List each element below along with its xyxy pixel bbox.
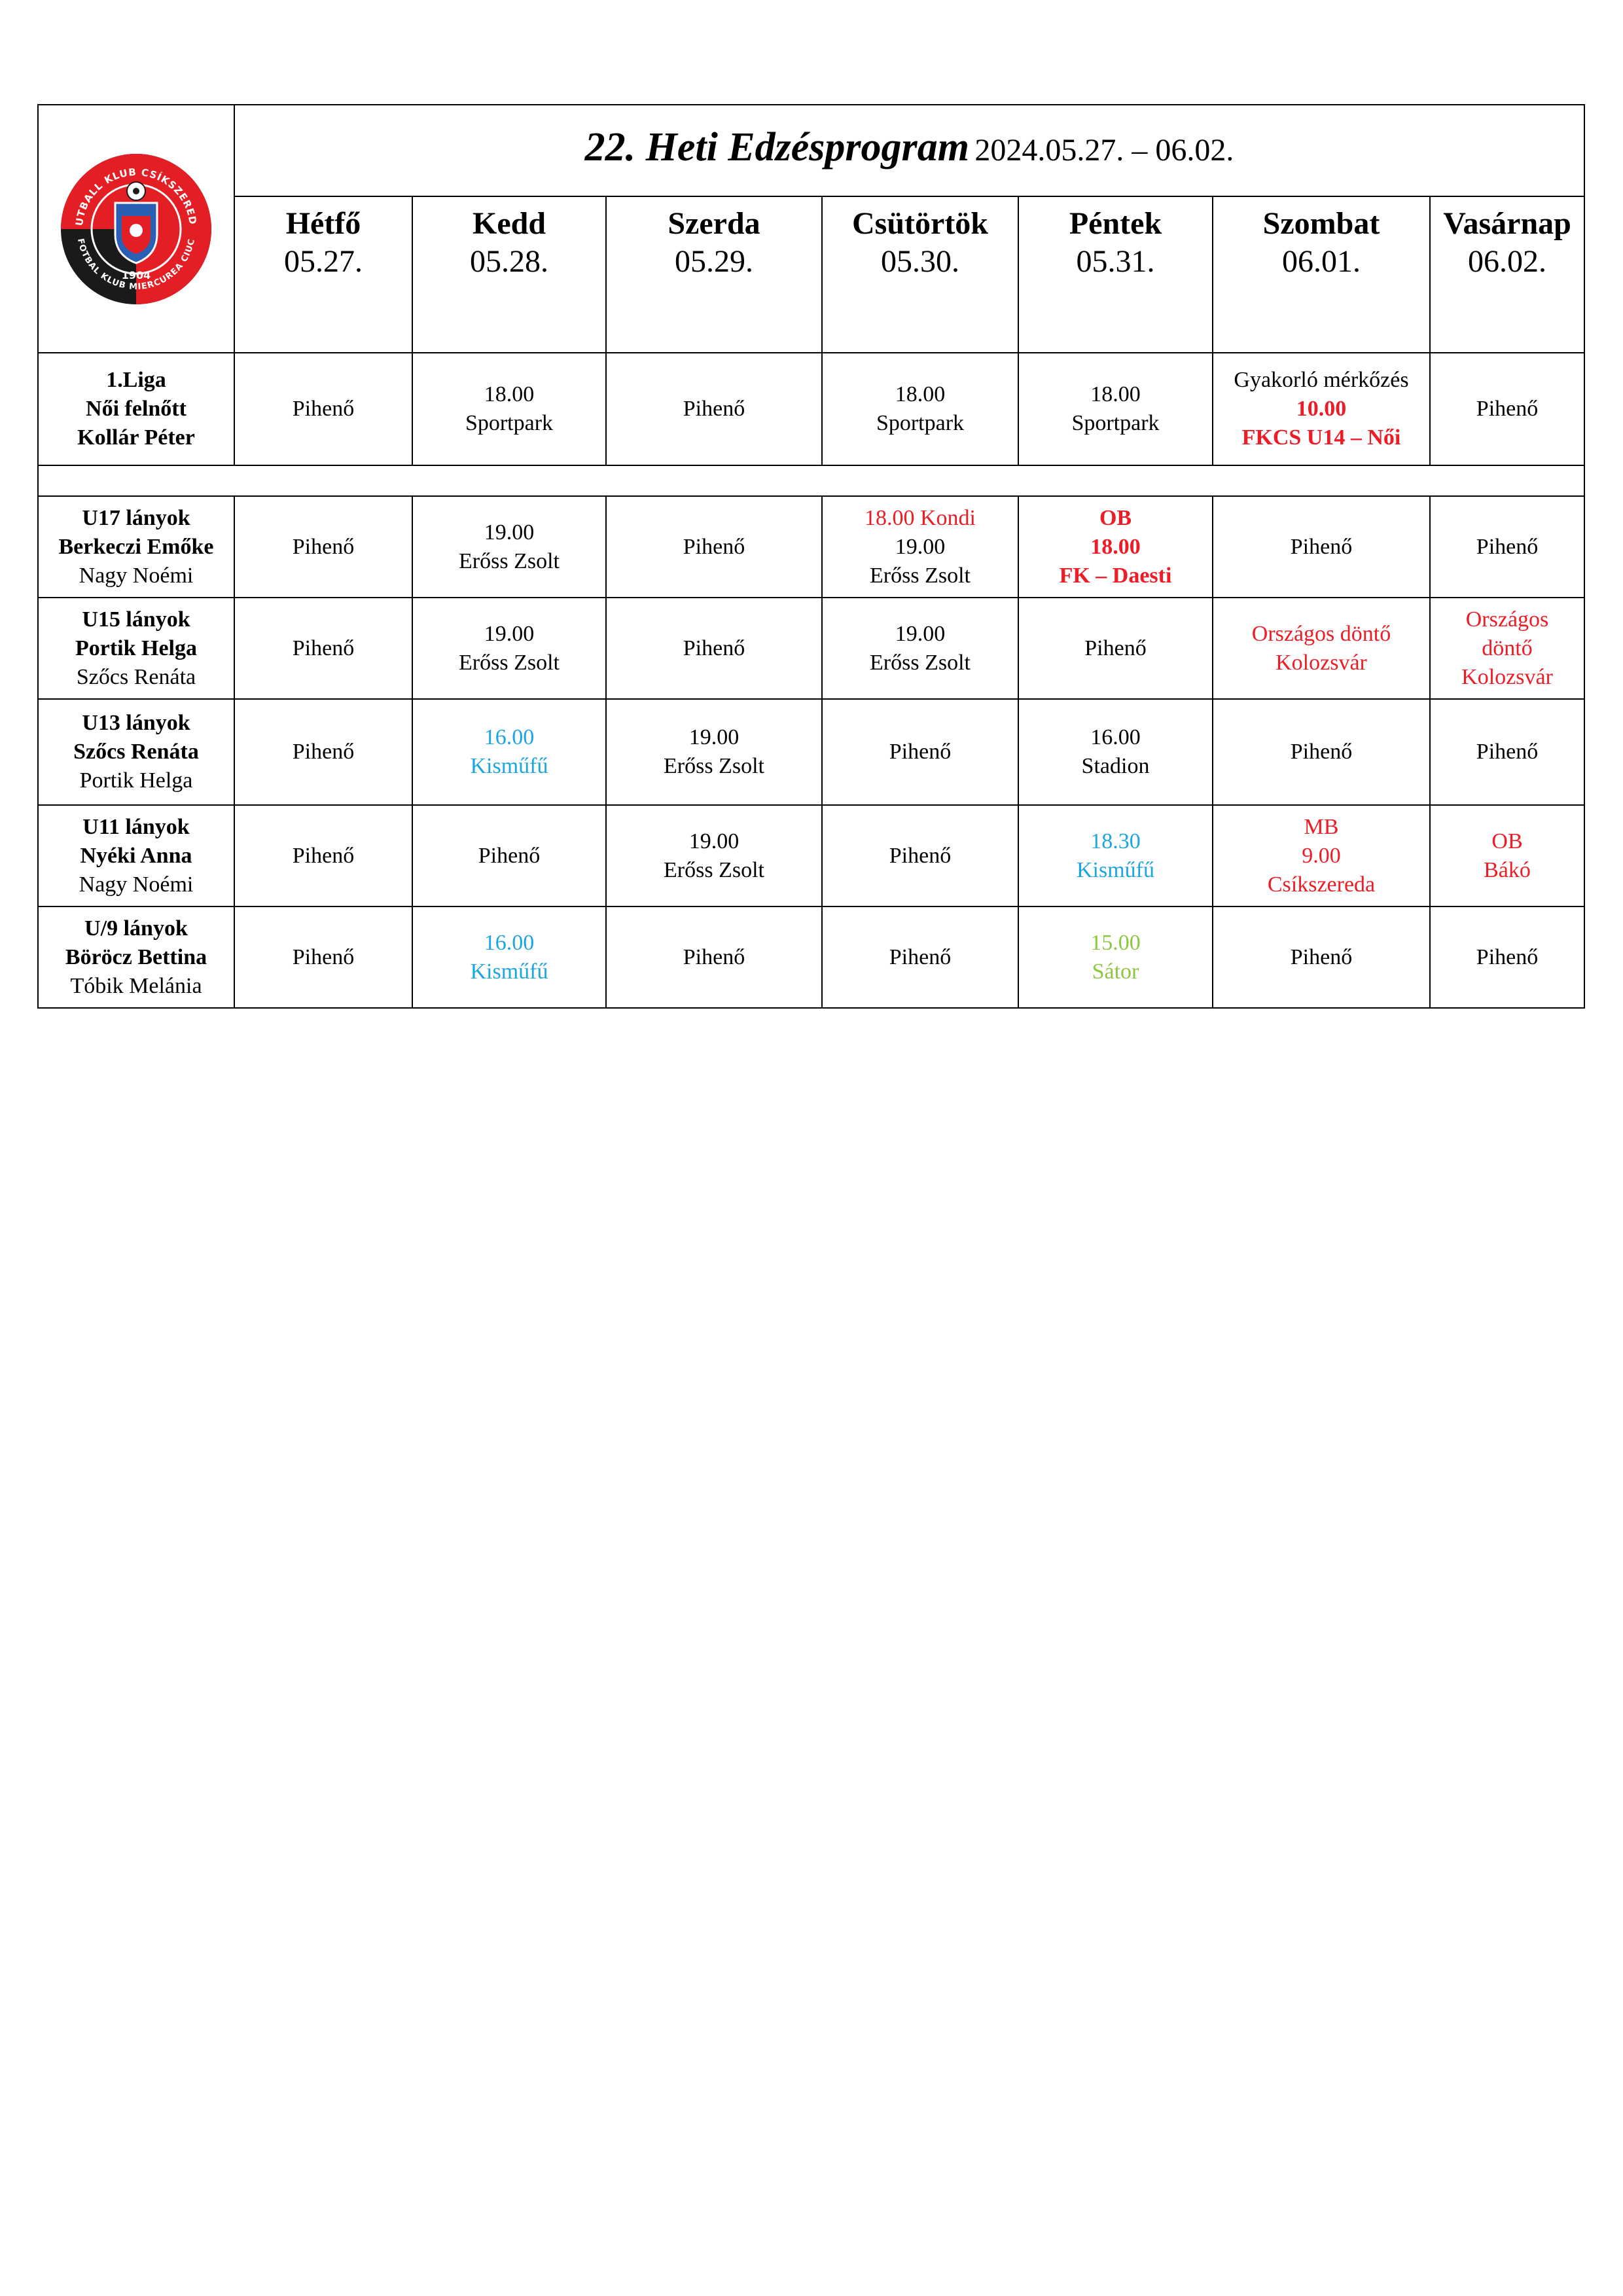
schedule-cell: Pihenő <box>605 352 823 466</box>
table-row: U17 lányok Berkeczi Emőke Nagy Noémi Pih… <box>37 495 1586 598</box>
schedule-cell: Pihenő <box>1212 698 1431 806</box>
schedule-cell: Pihenő <box>1429 906 1586 1009</box>
team-cell: U15 lányok Portik Helga Szőcs Renáta <box>37 597 235 700</box>
schedule-cell: Pihenő <box>234 352 413 466</box>
schedule-cell: Pihenő <box>234 597 413 700</box>
schedule-cell: Pihenő <box>1429 352 1586 466</box>
team-cell: 1.Liga Női felnőtt Kollár Péter <box>37 352 235 466</box>
schedule-cell: Pihenő <box>234 804 413 907</box>
schedule-cell: Pihenő <box>605 495 823 598</box>
schedule-cell: Pihenő <box>821 804 1019 907</box>
page-title: 22. Heti Edzésprogram <box>584 125 969 170</box>
club-logo-cell: FUTBALL KLUB CSÍKSZEREDA FOTBAL KLUB MIE… <box>37 104 235 353</box>
schedule-title: 22. Heti Edzésprogram 2024.05.27. – 06.0… <box>233 104 1586 197</box>
table-row: U/9 lányok Böröcz Bettina Tóbik Melánia … <box>37 906 1586 1009</box>
table-row: U13 lányok Szőcs Renáta Portik Helga Pih… <box>37 698 1586 806</box>
team-cell: U11 lányok Nyéki Anna Nagy Noémi <box>37 804 235 907</box>
schedule-cell: Pihenő <box>412 804 607 907</box>
schedule-cell: Pihenő <box>234 495 413 598</box>
schedule-cell: Pihenő <box>1212 906 1431 1009</box>
schedule-cell: Pihenő <box>234 698 413 806</box>
schedule-cell: Pihenő <box>821 698 1019 806</box>
team-cell: U/9 lányok Böröcz Bettina Tóbik Melánia <box>37 906 235 1009</box>
team-cell: U13 lányok Szőcs Renáta Portik Helga <box>37 698 235 806</box>
schedule-cell: Pihenő <box>1429 698 1586 806</box>
table-row: U11 lányok Nyéki Anna Nagy Noémi Pihenő … <box>37 804 1586 907</box>
schedule-cell: Pihenő <box>1212 495 1431 598</box>
schedule-cell: Pihenő <box>821 906 1019 1009</box>
club-logo-icon: FUTBALL KLUB CSÍKSZEREDA FOTBAL KLUB MIE… <box>58 151 211 304</box>
schedule-cell: Pihenő <box>605 906 823 1009</box>
table-row: 1.Liga Női felnőtt Kollár Péter Pihenő 1… <box>37 352 1586 466</box>
schedule-cell: Pihenő <box>1429 495 1586 598</box>
schedule-cell: Pihenő <box>234 906 413 1009</box>
spacer-row <box>37 465 1586 497</box>
team-cell: U17 lányok Berkeczi Emőke Nagy Noémi <box>37 495 235 598</box>
schedule-cell: Pihenő <box>605 597 823 700</box>
logo-year: 1904 <box>122 269 151 281</box>
date-range: 2024.05.27. – 06.02. <box>974 133 1234 168</box>
table-row: U15 lányok Portik Helga Szőcs Renáta Pih… <box>37 597 1586 700</box>
training-schedule-table: FUTBALL KLUB CSÍKSZEREDA FOTBAL KLUB MIE… <box>37 104 1586 1009</box>
schedule-cell: Pihenő <box>1018 597 1213 700</box>
